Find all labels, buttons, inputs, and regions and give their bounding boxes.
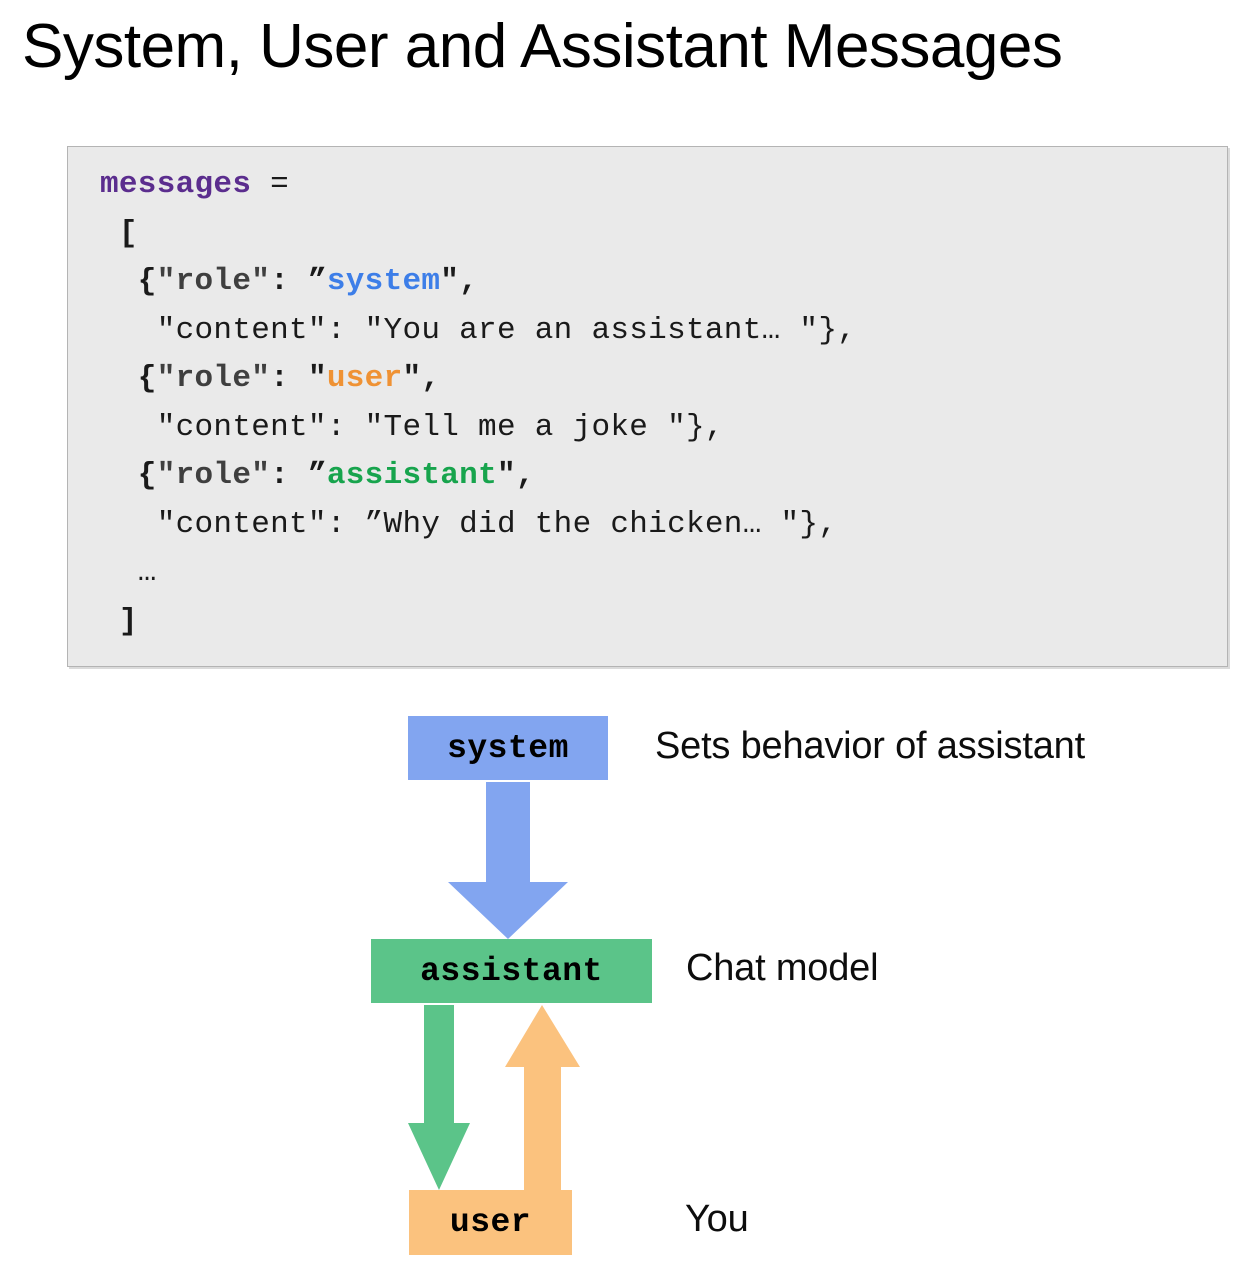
code-token-punct: ", <box>497 458 535 493</box>
role-box-system-label: system <box>447 729 569 767</box>
code-line: ] <box>100 598 856 647</box>
code-token-punct: : <box>270 458 308 493</box>
code-token-key: "role" <box>156 361 271 396</box>
role-box-assistant-label: assistant <box>420 952 603 990</box>
arrow-user-to-assistant-icon <box>505 1005 580 1190</box>
role-box-user[interactable]: user <box>409 1190 572 1255</box>
code-block: messages = [ {"role": ”system", "content… <box>67 146 1228 667</box>
arrow-system-to-assistant-icon <box>448 782 568 939</box>
code-listing: messages = [ {"role": ”system", "content… <box>100 161 856 646</box>
code-token-punct: { <box>100 264 157 299</box>
code-token-punct: [ <box>100 215 138 251</box>
code-token-punct: : <box>270 264 308 299</box>
code-token-user: user <box>326 361 403 396</box>
code-line: [ <box>100 210 856 259</box>
code-token-asst: assistant <box>326 458 497 493</box>
code-token-punct: ” <box>307 458 327 493</box>
code-token-var: messages <box>100 167 252 202</box>
code-token-plain: … <box>100 555 157 590</box>
role-box-system[interactable]: system <box>408 716 608 780</box>
code-token-punct: ", <box>402 361 441 396</box>
code-line: {"role": ”system", <box>100 258 856 307</box>
role-description-system: Sets behavior of assistant <box>655 725 1085 767</box>
arrow-assistant-to-user-icon <box>408 1005 470 1190</box>
code-token-punct: " <box>307 361 327 396</box>
code-token-plain: "content": "You are an assistant… "}, <box>100 312 857 348</box>
code-token-punct: { <box>100 361 157 396</box>
code-line: messages = <box>100 161 856 210</box>
role-description-assistant: Chat model <box>686 947 879 989</box>
code-token-key: "role" <box>156 264 271 299</box>
role-box-assistant[interactable]: assistant <box>371 939 652 1003</box>
code-line: … <box>100 549 856 598</box>
code-line: {"role": "user", <box>100 355 856 404</box>
code-token-punct: { <box>100 458 157 493</box>
message-flow-diagram: system Sets behavior of assistant assist… <box>0 690 1260 1282</box>
code-line: "content": ”Why did the chicken… "}, <box>100 501 856 550</box>
page-title: System, User and Assistant Messages <box>22 12 1063 81</box>
code-token-plain: "content": "Tell me a joke "}, <box>100 409 724 445</box>
code-token-plain: = <box>251 167 308 202</box>
code-token-plain: "content": ”Why did the chicken… "}, <box>100 506 838 542</box>
code-line: "content": "You are an assistant… "}, <box>100 307 856 356</box>
code-token-punct: ” <box>307 264 327 299</box>
code-token-system: system <box>326 264 441 299</box>
code-token-punct: ] <box>100 603 138 639</box>
role-box-user-label: user <box>449 1204 532 1241</box>
code-token-punct: ", <box>440 264 479 299</box>
role-description-user: You <box>685 1198 749 1240</box>
code-line: "content": "Tell me a joke "}, <box>100 404 856 453</box>
code-line: {"role": ”assistant", <box>100 452 856 501</box>
code-token-key: "role" <box>156 458 271 493</box>
code-token-punct: : <box>270 361 308 396</box>
